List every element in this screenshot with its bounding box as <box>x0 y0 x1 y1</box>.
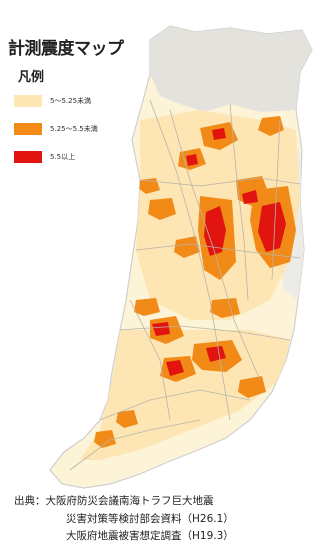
legend-item-high: 5.5以上 <box>14 150 75 164</box>
intensity-layer <box>69 26 312 471</box>
legend-label-low: 5～5.25未満 <box>50 97 92 105</box>
intensity-high-areas <box>152 128 286 376</box>
source-line-2: 災害対策等検討部会資料（H26.1） <box>66 513 234 525</box>
source-line-1: 出典：大阪府防災会議南海トラフ巨大地震 <box>14 495 214 507</box>
map-title: 計測震度マップ <box>8 39 124 59</box>
source-line-3: 大阪府地震被害想定調査（H19.3） <box>66 530 234 542</box>
legend-label-mid: 5.25～5.5未満 <box>50 125 98 133</box>
legend-item-mid: 5.25～5.5未満 <box>14 122 98 136</box>
legend-label-high: 5.5以上 <box>50 153 76 161</box>
northern-hills <box>150 26 312 112</box>
road-network <box>69 99 301 471</box>
legend-swatch-high <box>14 151 42 163</box>
legend-swatch-mid <box>14 123 42 135</box>
legend-item-low: 5～5.25未満 <box>14 94 91 108</box>
legend-title: 凡例 <box>18 70 45 85</box>
legend-swatch-low <box>14 95 42 107</box>
